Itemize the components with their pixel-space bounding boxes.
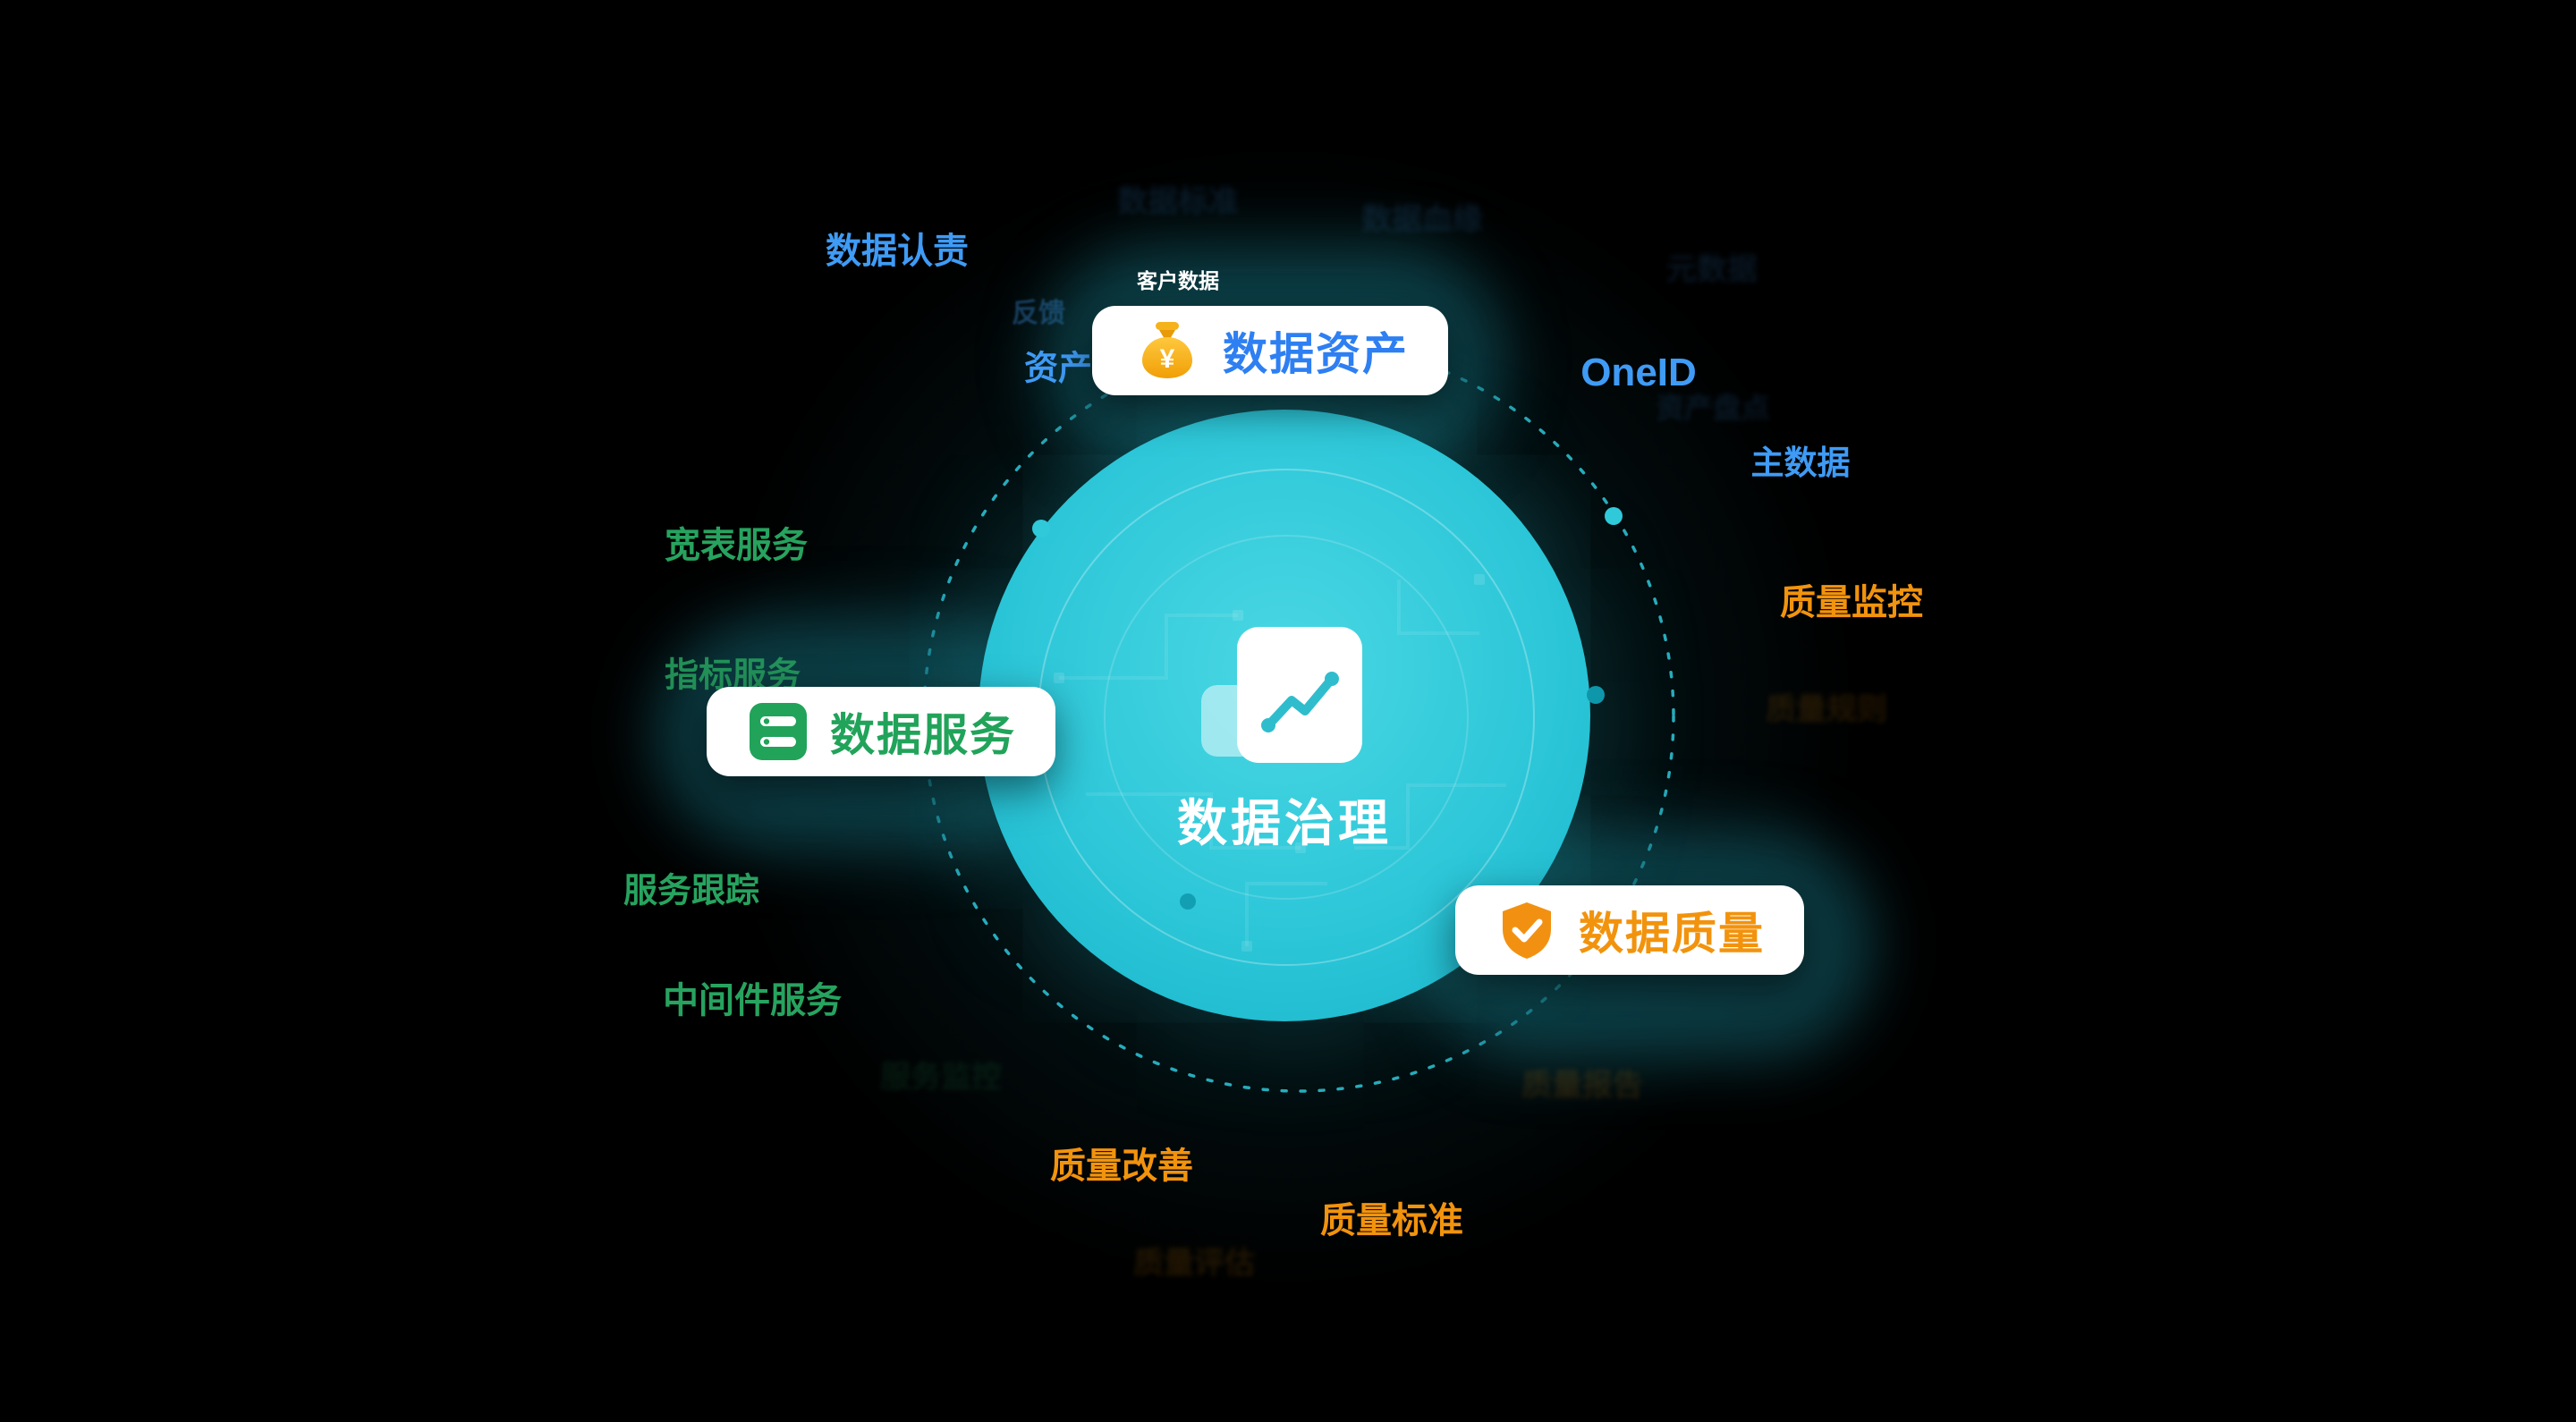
label-quality-monitoring: 质量监控	[1780, 583, 1923, 622]
label-quality-standard: 质量标准	[1320, 1201, 1463, 1240]
pill-data-quality-label: 数据质量	[1579, 909, 1765, 959]
chart-document-icon	[1201, 627, 1362, 763]
label-service-tracking: 服务跟踪	[623, 872, 760, 910]
money-bag-icon: ¥	[1142, 322, 1192, 378]
inner-ring-inner	[1104, 535, 1469, 900]
pill-data-assets-label: 数据资产	[1223, 329, 1409, 379]
svg-text:¥: ¥	[1160, 344, 1175, 374]
label-feedback-partial: 反馈	[1012, 299, 1065, 328]
pill-data-quality: 数据质量	[1455, 885, 1804, 975]
center-title: 数据治理	[1177, 795, 1392, 851]
label-asset-partial: 资产	[1023, 350, 1093, 388]
label-oneid: OneID	[1580, 351, 1697, 394]
label-customer-data: 客户数据	[1137, 269, 1219, 292]
faint-label-6: 服务监控	[880, 1060, 1002, 1095]
faint-label-3: 元数据	[1666, 252, 1758, 287]
label-data-accountability: 数据认责	[826, 232, 969, 271]
database-icon	[750, 703, 807, 760]
faint-label-8: 质量评估	[1133, 1246, 1255, 1281]
label-master-data: 主数据	[1750, 444, 1851, 481]
faint-label-5: 质量规则	[1766, 692, 1887, 727]
faint-label-2: 数据血缘	[1361, 202, 1483, 237]
label-quality-improvement: 质量改善	[1050, 1147, 1193, 1186]
faint-label-7: 质量报告	[1521, 1068, 1643, 1103]
label-wide-table-service: 宽表服务	[665, 526, 808, 565]
pill-data-services: 数据服务	[707, 687, 1055, 776]
faint-label-1: 数据标准	[1117, 184, 1239, 219]
label-middleware-service: 中间件服务	[663, 981, 842, 1020]
shield-check-icon	[1503, 902, 1551, 959]
pill-data-services-label: 数据服务	[830, 710, 1016, 760]
pill-data-assets: ¥ 数据资产	[1092, 306, 1448, 395]
faint-label-4: 资产盘点	[1655, 392, 1771, 424]
